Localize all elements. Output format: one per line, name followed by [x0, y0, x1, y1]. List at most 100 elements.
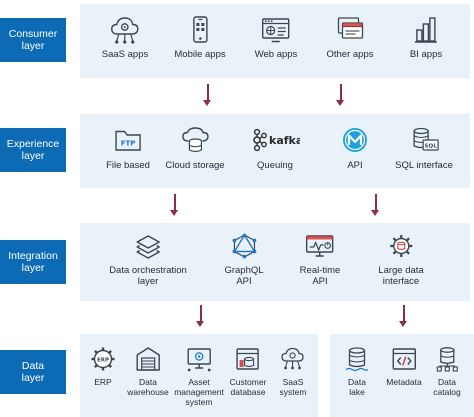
customer-database-icon: [236, 348, 260, 370]
experience-item-label: Queuing: [257, 160, 293, 171]
data-item-label-line-2: database: [230, 387, 266, 397]
data-item-label-line-2: management: [174, 387, 224, 397]
warehouse-icon: [136, 347, 160, 371]
bar-chart-icon: [415, 17, 437, 43]
integration-item-label-line-2: API: [312, 276, 328, 287]
experience-layer-panel: [80, 114, 470, 188]
experience-item-label: File based: [106, 160, 150, 171]
data-item-label-line-1: Asset: [188, 377, 210, 387]
mobile-phone-icon: [192, 16, 208, 43]
flow-arrow: [203, 84, 212, 106]
experience-layer-label: Experience layer: [0, 128, 66, 172]
flow-arrow: [371, 194, 380, 216]
data-item-data-warehouse: Data warehouse: [127, 346, 169, 397]
web-browser-icon: [262, 18, 290, 43]
data-item-label-line-2: lake: [349, 387, 365, 397]
consumer-item-mobile-apps: Mobile apps: [174, 15, 226, 60]
consumer-item-label: BI apps: [409, 49, 443, 60]
integration-item-graphql-api: GraphQL API: [224, 233, 264, 287]
flow-arrow: [399, 305, 408, 327]
data-layer-label: Data layer: [0, 350, 66, 394]
experience-item-label: Cloud storage: [165, 160, 225, 171]
integration-layer-label-line-2: layer: [21, 262, 45, 274]
experience-item-label: SQL interface: [395, 160, 453, 171]
data-layer-label-line-1: Data: [21, 359, 45, 372]
data-item-metadata: Metadata: [386, 346, 422, 387]
cloud-storage-icon: [181, 127, 209, 153]
integration-item-data-orchestration: Data orchestration layer: [109, 233, 187, 287]
data-item-label-line-1: SaaS: [282, 377, 304, 387]
ftp-folder-icon: FTP: [115, 130, 141, 151]
integration-layer-label: Integration layer: [0, 240, 66, 284]
asset-management-icon: [187, 348, 211, 372]
consumer-item-label: Other apps: [326, 49, 374, 60]
data-item-label-line-2: system: [279, 387, 307, 397]
experience-item-sql-interface: SQL SQL interface: [395, 126, 453, 171]
saas-system-icon: [281, 347, 305, 370]
flow-arrow: [336, 84, 345, 106]
data-item-label-line-2: warehouse: [127, 387, 169, 397]
data-item-asset-management: Asset management system: [174, 346, 224, 407]
data-item-label-line-1: ERP: [94, 377, 112, 387]
experience-item-label: API: [347, 160, 363, 171]
integration-item-large-data-interface: Large data interface: [378, 233, 424, 287]
data-item-label-line-1: Metadata: [386, 377, 422, 387]
consumer-layer-label-line-1: Consumer: [8, 27, 58, 40]
experience-item-api: API: [339, 126, 371, 171]
integration-item-label-line-2: layer: [137, 276, 159, 287]
consumer-layer-label-line-2: layer: [21, 40, 45, 52]
consumer-item-bi-apps: BI apps: [410, 15, 442, 60]
data-item-label-line-3: system: [185, 397, 213, 407]
integration-item-label-line-2: API: [236, 276, 252, 287]
erp-gear-icon: ERP: [91, 347, 115, 371]
integration-item-label-line-1: Large data: [378, 265, 424, 276]
large-data-gear-icon: [390, 235, 412, 257]
integration-item-realtime-api: Real-time API: [299, 233, 341, 287]
flow-arrow: [170, 194, 179, 216]
data-layer-label-line-2: layer: [21, 372, 45, 384]
consumer-item-other-apps: Other apps: [327, 15, 374, 60]
window-stack-icon: [337, 17, 363, 39]
data-item-customer-database: Customer database: [229, 346, 267, 397]
erp-badge-text: ERP: [97, 357, 109, 363]
data-item-label-line-1: Data: [438, 377, 456, 387]
data-item-label-line-1: Customer: [229, 377, 267, 387]
experience-layer-label-line-1: Experience: [6, 137, 60, 150]
integration-item-label-line-1: Data orchestration: [109, 265, 187, 276]
data-item-label-line-1: Data: [348, 377, 366, 387]
data-item-data-lake: Data lake: [344, 346, 370, 397]
experience-item-queuing: kafka Queuing: [250, 126, 300, 171]
layers-stack-icon: [136, 235, 160, 259]
consumer-item-label: SaaS apps: [101, 49, 149, 60]
data-item-saas-system: SaaS system: [279, 346, 307, 397]
consumer-item-saas-apps: SaaS apps: [102, 15, 148, 60]
kafka-logo-icon: kafka: [253, 128, 300, 152]
integration-item-label-line-1: Real-time: [299, 265, 341, 276]
saas-cloud-icon: [111, 17, 139, 44]
sql-badge-text: SQL: [424, 144, 437, 150]
ftp-badge-text: FTP: [121, 140, 136, 148]
integration-layer-label-line-1: Integration: [8, 249, 58, 262]
data-layer-panel-left: [80, 334, 318, 417]
consumer-layer-label: Consumer layer: [0, 18, 66, 62]
metadata-code-icon: [392, 348, 416, 370]
integration-item-label-line-1: GraphQL: [224, 265, 264, 276]
data-item-data-catalog: Data catalog: [433, 346, 461, 397]
data-item-label-line-1: Data: [139, 377, 157, 387]
integration-item-label-line-2: interface: [382, 276, 420, 287]
experience-item-cloud-storage: Cloud storage: [165, 126, 225, 171]
kafka-logo-text: kafka: [269, 134, 300, 147]
data-item-erp: ERP ERP: [90, 346, 116, 387]
experience-item-file-based: FTP File based: [106, 126, 150, 171]
integration-layer-panel: [80, 223, 470, 301]
sql-database-icon: SQL: [413, 127, 439, 151]
data-lake-icon: [345, 347, 369, 372]
data-item-label-line-2: catalog: [433, 387, 461, 397]
mulesoft-logo-icon: [343, 128, 367, 152]
graphql-logo-icon: [232, 233, 256, 259]
realtime-monitor-icon: [306, 235, 334, 257]
consumer-item-label: Web apps: [254, 49, 298, 60]
flow-arrow: [196, 305, 205, 327]
data-catalog-icon: [436, 347, 458, 372]
experience-layer-label-line-2: layer: [21, 150, 45, 162]
